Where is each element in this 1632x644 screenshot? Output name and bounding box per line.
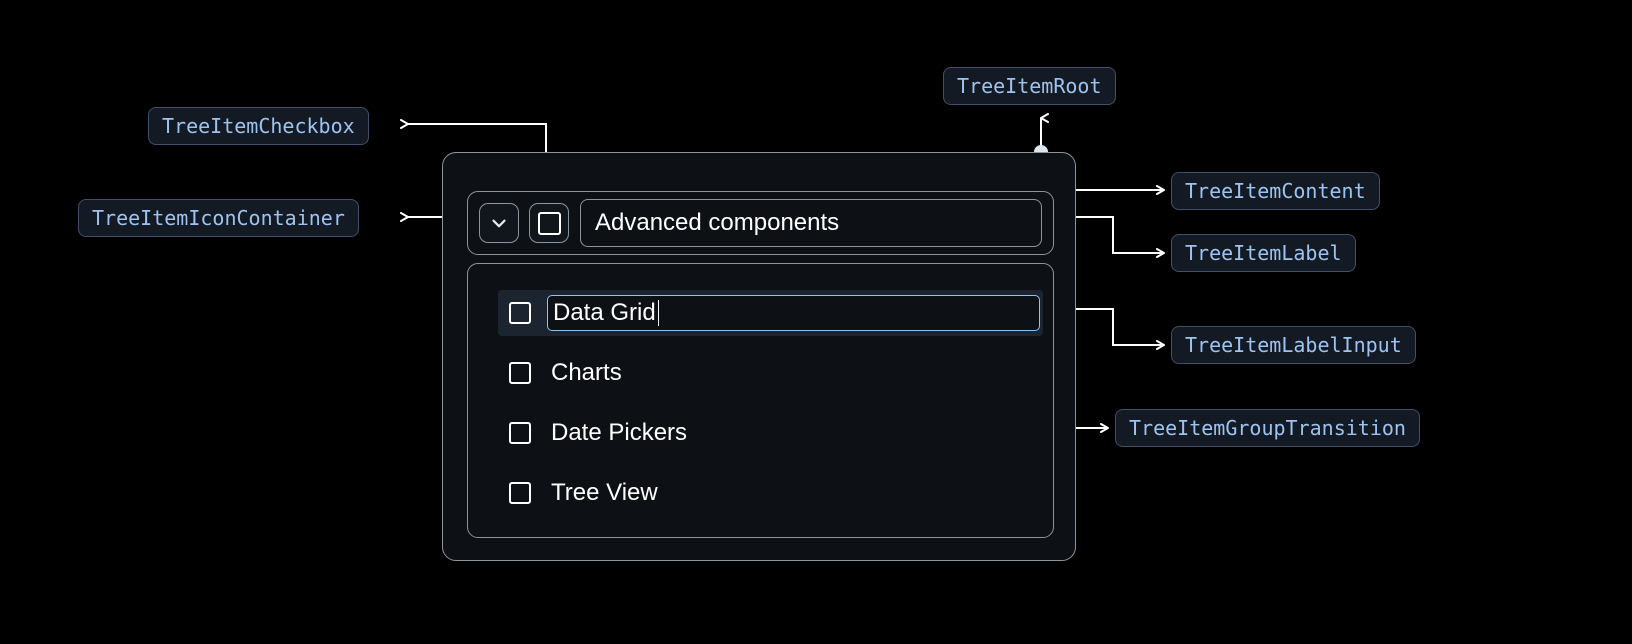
tree-item-checkbox[interactable] xyxy=(509,302,531,324)
tree-item-label: Charts xyxy=(551,359,622,386)
tree-item-icon-container[interactable] xyxy=(479,203,519,243)
annotation-chip-tree-item-label-input: TreeItemLabelInput xyxy=(1171,326,1416,364)
checkbox-square-icon xyxy=(537,211,561,235)
tree-item-label: Tree View xyxy=(551,479,658,506)
tree-item-checkbox[interactable] xyxy=(509,362,531,384)
tree-list-item[interactable]: Charts xyxy=(498,350,1043,396)
annotation-chip-tree-item-content: TreeItemContent xyxy=(1171,172,1380,210)
text-caret xyxy=(657,300,660,326)
annotation-chip-tree-item-label: TreeItemLabel xyxy=(1171,234,1356,272)
tree-item-content[interactable]: Advanced components xyxy=(467,191,1054,255)
annotation-chip-tree-item-group-transition: TreeItemGroupTransition xyxy=(1115,409,1420,447)
tree-list-item[interactable]: Data Grid xyxy=(498,290,1043,336)
tree-list-item[interactable]: Tree View xyxy=(498,470,1043,516)
tree-item-label-text: Advanced components xyxy=(595,209,840,236)
tree-item-root[interactable]: Advanced components Data Grid Charts Dat… xyxy=(442,152,1076,561)
tree-item-label-input-value: Data Grid xyxy=(553,299,656,326)
tree-item-checkbox[interactable] xyxy=(509,482,531,504)
tree-item-group-transition: Data Grid Charts Date Pickers Tree View xyxy=(467,263,1054,538)
tree-list-item[interactable]: Date Pickers xyxy=(498,410,1043,456)
chevron-down-icon xyxy=(488,212,510,234)
tree-item-checkbox[interactable] xyxy=(509,422,531,444)
annotation-chip-tree-item-checkbox: TreeItemCheckbox xyxy=(148,107,369,145)
annotation-chip-tree-item-icon-container: TreeItemIconContainer xyxy=(78,199,359,237)
annotation-chip-tree-item-root: TreeItemRoot xyxy=(943,67,1116,105)
tree-item-label: Date Pickers xyxy=(551,419,688,446)
tree-item-label-input[interactable]: Data Grid xyxy=(547,295,1040,331)
tree-item-checkbox[interactable] xyxy=(529,203,569,243)
tree-item-label[interactable]: Advanced components xyxy=(580,199,1042,247)
